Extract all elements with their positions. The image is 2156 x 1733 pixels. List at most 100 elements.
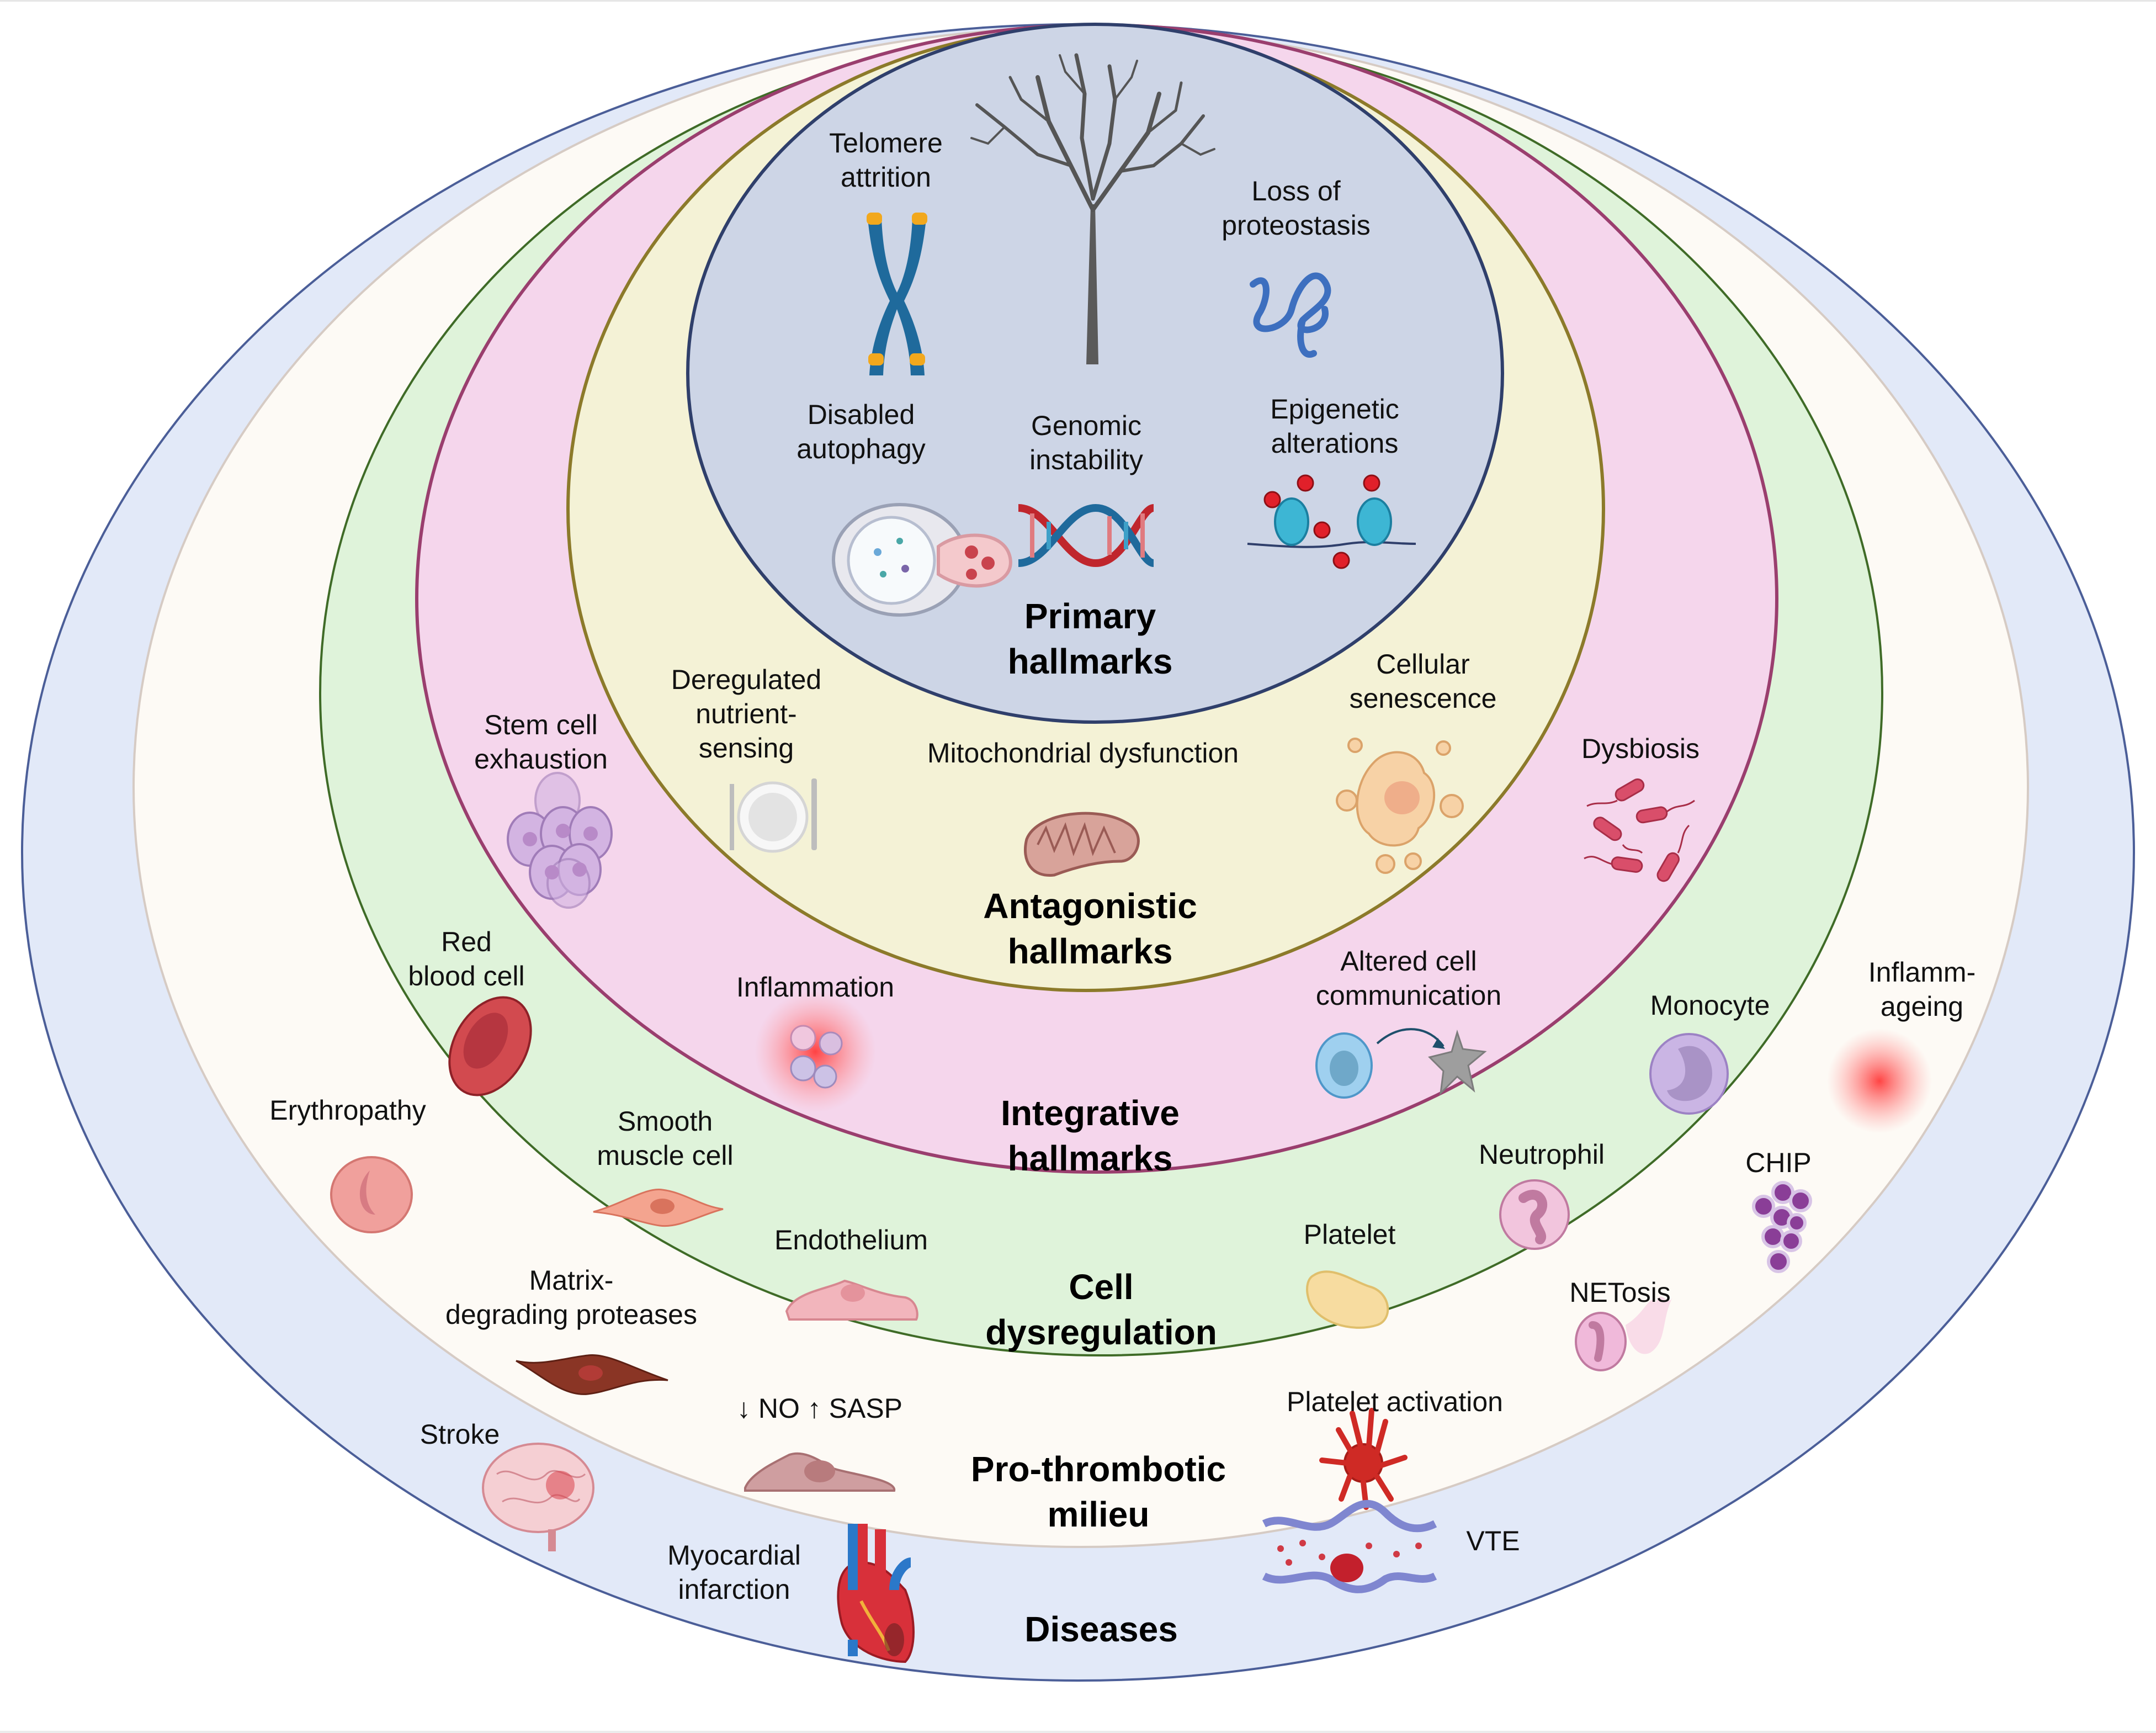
- title-line: Antagonistic: [983, 886, 1197, 926]
- label-erythropathy: Erythropathy: [269, 1093, 426, 1127]
- vein-thrombus-icon: [1262, 1499, 1437, 1593]
- label-line: Genomic: [1031, 410, 1142, 441]
- senescent-cell-icon: [1336, 738, 1464, 874]
- activated-platelet-icon: [1319, 1408, 1408, 1510]
- endothelial-cell-icon: [785, 1279, 918, 1321]
- title-antagonistic: Antagonistic hallmarks: [983, 883, 1197, 974]
- label-line: Dysbiosis: [1581, 733, 1700, 764]
- mitochondrion-icon: [1023, 812, 1140, 877]
- fibroblast-icon: [516, 1354, 668, 1395]
- label-epigenetic-alterations: Epigenetic alterations: [1270, 392, 1399, 460]
- label-endothelium: Endothelium: [774, 1223, 928, 1257]
- label-disabled-autophagy: Disabled autophagy: [796, 398, 926, 466]
- label-inflammageing: Inflamm- ageing: [1868, 955, 1976, 1024]
- title-line: Primary: [1024, 596, 1156, 636]
- title-line: hallmarks: [1007, 931, 1173, 971]
- title-line: hallmarks: [1007, 1138, 1173, 1178]
- title-line: milieu: [1047, 1494, 1150, 1534]
- stem-cell-cluster-icon: [507, 772, 613, 909]
- title-line: hallmarks: [1007, 642, 1173, 681]
- label-line: alterations: [1271, 428, 1399, 459]
- label-line: Disabled: [807, 399, 915, 430]
- label-neutrophil: Neutrophil: [1479, 1137, 1605, 1172]
- label-no-sasp: ↓ NO ↑ SASP: [737, 1391, 902, 1425]
- label-line: muscle cell: [597, 1140, 734, 1171]
- label-line: Deregulated: [671, 664, 822, 695]
- label-platelet-activation: Platelet activation: [1287, 1385, 1503, 1419]
- label-line: Endothelium: [774, 1225, 928, 1255]
- label-line: Stem cell: [484, 709, 598, 740]
- inflamed-cells-icon: [755, 991, 876, 1112]
- label-line: Platelet: [1303, 1219, 1396, 1250]
- label-line: Inflamm-: [1868, 957, 1976, 988]
- label-line: VTE: [1466, 1525, 1520, 1556]
- label-line: Epigenetic: [1270, 394, 1399, 425]
- red-blood-cell-icon: [448, 996, 532, 1096]
- cell-signaling-icon: [1315, 1028, 1487, 1099]
- label-line: Platelet activation: [1287, 1386, 1503, 1417]
- label-line: Red: [441, 926, 492, 957]
- title-diseases: Diseases: [1024, 1607, 1178, 1652]
- label-line: Mitochondrial dysfunction: [927, 738, 1239, 769]
- title-line: Integrative: [1001, 1093, 1180, 1133]
- label-genomic-instability: Genomic instability: [1029, 409, 1143, 477]
- label-matrix-degrading-proteases: Matrix- degrading proteases: [445, 1263, 697, 1332]
- label-line: nutrient-: [695, 698, 797, 729]
- label-chip: CHIP: [1745, 1146, 1811, 1180]
- label-line: Telomere: [829, 128, 943, 158]
- abnormal-erythrocyte-icon: [330, 1156, 413, 1233]
- label-line: communication: [1315, 980, 1502, 1011]
- bare-tree-icon: [970, 53, 1215, 364]
- label-smooth-muscle-cell: Smooth muscle cell: [597, 1104, 733, 1173]
- nucleosome-methylation-icon: [1247, 474, 1416, 569]
- label-line: Neutrophil: [1479, 1139, 1605, 1170]
- label-line: instability: [1029, 444, 1143, 475]
- heart-icon: [837, 1524, 915, 1663]
- label-dysbiosis: Dysbiosis: [1581, 732, 1700, 766]
- clonal-cells-icon: [1752, 1181, 1812, 1273]
- label-line: NETosis: [1569, 1277, 1671, 1308]
- bacteria-icon: [1584, 778, 1695, 882]
- label-stroke: Stroke: [420, 1417, 500, 1451]
- label-mitochondrial-dysfunction: Mitochondrial dysfunction: [927, 736, 1239, 770]
- plate-cutlery-icon: [730, 778, 817, 853]
- monocyte-icon: [1649, 1033, 1729, 1115]
- misfolded-protein-icon: [1250, 272, 1331, 358]
- label-line: autophagy: [796, 433, 926, 464]
- label-line: proteostasis: [1222, 210, 1371, 241]
- label-line: Matrix-: [529, 1265, 614, 1296]
- label-line: Monocyte: [1650, 990, 1770, 1021]
- platelet-icon: [1306, 1270, 1389, 1329]
- title-line: dysregulation: [985, 1312, 1217, 1352]
- label-vte: VTE: [1466, 1524, 1520, 1558]
- dna-helix-icon: [1018, 504, 1155, 568]
- label-line: ageing: [1880, 991, 1964, 1022]
- brain-icon: [482, 1443, 594, 1551]
- label-line: degrading proteases: [445, 1299, 697, 1330]
- label-line: infarction: [678, 1574, 790, 1605]
- label-line: Cellular: [1376, 649, 1470, 680]
- label-line: Altered cell: [1340, 946, 1477, 977]
- label-myocardial-infarction: Myocardial infarction: [667, 1538, 801, 1607]
- title-line: Cell: [1069, 1267, 1134, 1307]
- label-line: senescence: [1349, 683, 1497, 714]
- label-line: Loss of: [1251, 176, 1341, 206]
- label-inflammation: Inflammation: [736, 970, 894, 1004]
- chromosome-icon: [867, 213, 927, 375]
- title-primary: Primary hallmarks: [1008, 593, 1173, 684]
- label-cellular-senescence: Cellular senescence: [1350, 647, 1497, 716]
- label-altered-cell-communication: Altered cell communication: [1316, 944, 1501, 1013]
- label-line: attrition: [841, 162, 931, 193]
- autophagosome-icon: [832, 503, 1012, 617]
- title-prothrombotic: Pro-thrombotic milieu: [971, 1446, 1226, 1537]
- title-line: Pro-thrombotic: [970, 1449, 1226, 1489]
- label-line: Inflammation: [736, 972, 895, 1003]
- label-red-blood-cell: Red blood cell: [408, 925, 524, 993]
- label-loss-of-proteostasis: Loss of proteostasis: [1222, 174, 1371, 242]
- label-line: Erythropathy: [269, 1095, 426, 1126]
- label-netosis: NETosis: [1569, 1275, 1670, 1310]
- label-line: blood cell: [408, 961, 525, 992]
- label-line: Stroke: [419, 1419, 500, 1450]
